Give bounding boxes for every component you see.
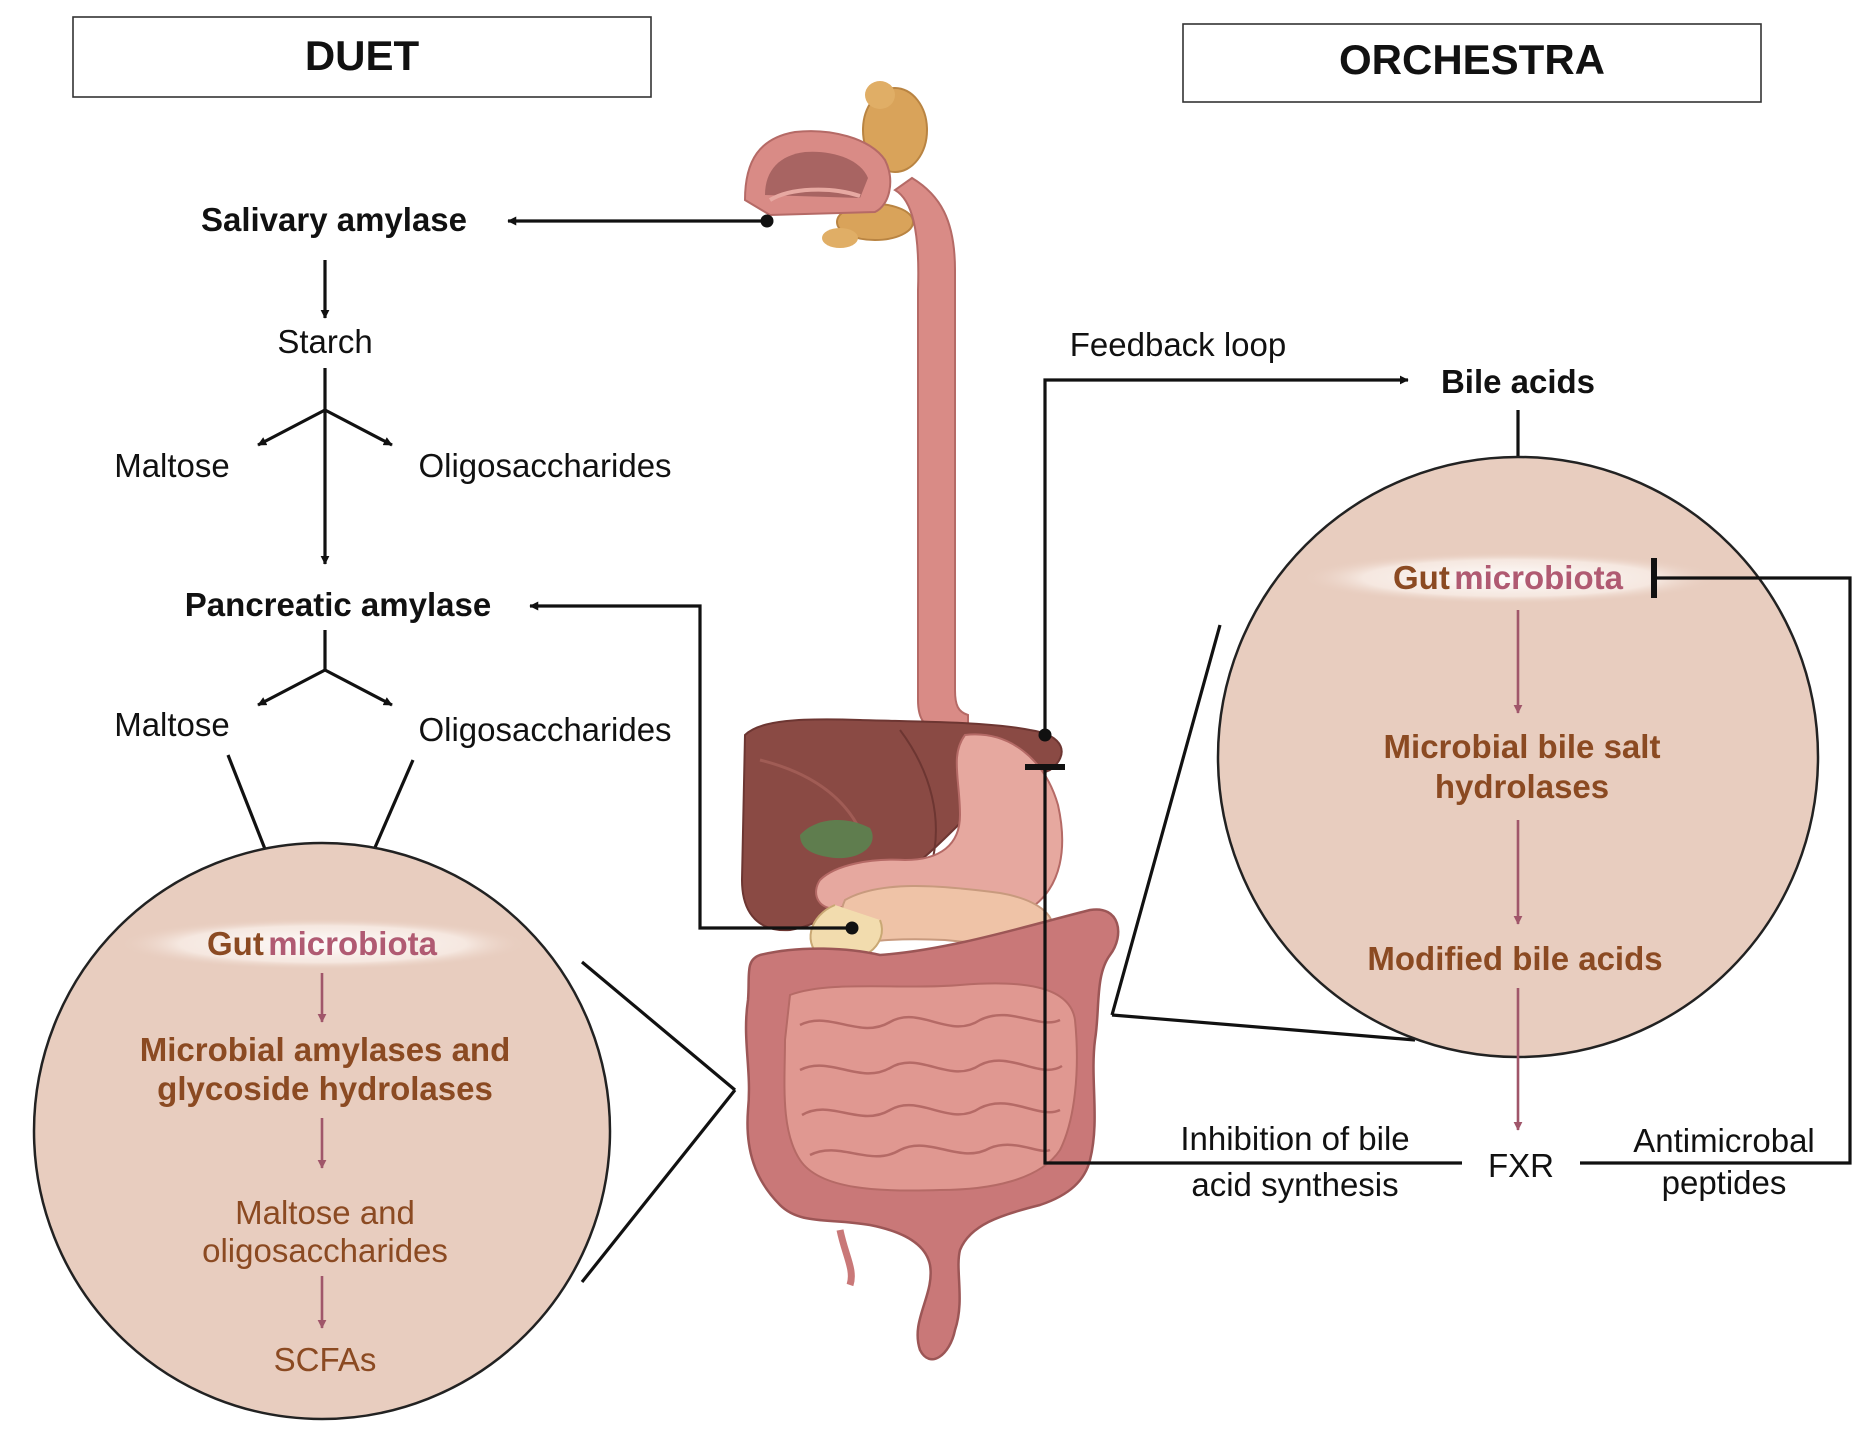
- orchestra-header: ORCHESTRA: [1182, 23, 1762, 103]
- digestive-tract-illustration: [740, 81, 1120, 1361]
- scfas-label: SCFAs: [274, 1341, 377, 1378]
- oligosaccharides-label-1: Oligosaccharides: [418, 447, 671, 484]
- zoom-line-left-top: [580, 960, 737, 1092]
- maltose-label-2: Maltose: [114, 706, 230, 743]
- liver-origin-dot: [1038, 728, 1052, 742]
- starch-label: Starch: [277, 323, 372, 360]
- starch-to-oligo-arrow: [324, 408, 393, 447]
- antimicrobial-label-1: Antimicrobal: [1633, 1122, 1815, 1159]
- gallbladder-icon: [800, 819, 873, 859]
- inhibition-label-2: acid synthesis: [1191, 1166, 1398, 1203]
- bile-salt-hydrolases-label-1: Microbial bile salt: [1384, 728, 1661, 765]
- duet-header: DUET: [72, 16, 652, 98]
- inhibition-label-1: Inhibition of bile: [1180, 1120, 1409, 1157]
- antimicrobial-line: [1580, 576, 1852, 1165]
- orchestra-gut-microbiota-label: Gut microbiota: [1393, 559, 1624, 596]
- duet-microbiota-circle: Gut microbiota Microbial amylases and gl…: [32, 841, 612, 1421]
- antimicrobial-label-2: peptides: [1662, 1164, 1787, 1201]
- pancreatic-arrow: [529, 601, 852, 930]
- microbial-amylases-label-2: glycoside hydrolases: [157, 1070, 493, 1107]
- orchestra-title: ORCHESTRA: [1339, 36, 1605, 83]
- modified-bile-acids-label: Modified bile acids: [1367, 940, 1662, 977]
- fxr-label: FXR: [1488, 1147, 1554, 1184]
- feedback-loop-arrow: [1043, 375, 1409, 735]
- small-intestine-icon: [783, 982, 1078, 1192]
- pancreatic-to-oligo-arrow: [324, 668, 393, 707]
- zoom-line-left-bottom: [580, 1089, 737, 1283]
- duet-gut-microbiota-label: Gut microbiota: [207, 925, 438, 962]
- mouth-icon: [743, 130, 892, 217]
- microbial-amylases-label-1: Microbial amylases and: [140, 1031, 511, 1068]
- bile-acids-label: Bile acids: [1441, 363, 1595, 400]
- starch-to-maltose-arrow: [257, 408, 326, 447]
- maltose-and-label: Maltose and: [235, 1194, 415, 1231]
- salivary-origin-dot: [760, 214, 774, 228]
- inhibition-line: [1043, 767, 1462, 1165]
- maltose-label-1: Maltose: [114, 447, 230, 484]
- pancreatic-to-maltose-arrow: [257, 668, 326, 707]
- salivary-amylase-label: Salivary amylase: [201, 201, 467, 238]
- oligosaccharides-label-2: Oligosaccharides: [418, 711, 671, 748]
- esophagus-icon: [893, 176, 969, 737]
- pancreas-origin-dot: [845, 921, 859, 935]
- orchestra-microbiota-circle: Gut microbiota Microbial bile salt hydro…: [1216, 455, 1820, 1059]
- oligosaccharides-circle-label: oligosaccharides: [202, 1232, 448, 1269]
- pancreatic-amylase-label: Pancreatic amylase: [185, 586, 491, 623]
- zoom-line-right-bottom: [1111, 1013, 1416, 1042]
- feedback-loop-label: Feedback loop: [1070, 326, 1286, 363]
- zoom-line-right-top: [1110, 624, 1222, 1016]
- bile-salt-hydrolases-label-2: hydrolases: [1435, 768, 1609, 805]
- duet-title: DUET: [305, 32, 420, 79]
